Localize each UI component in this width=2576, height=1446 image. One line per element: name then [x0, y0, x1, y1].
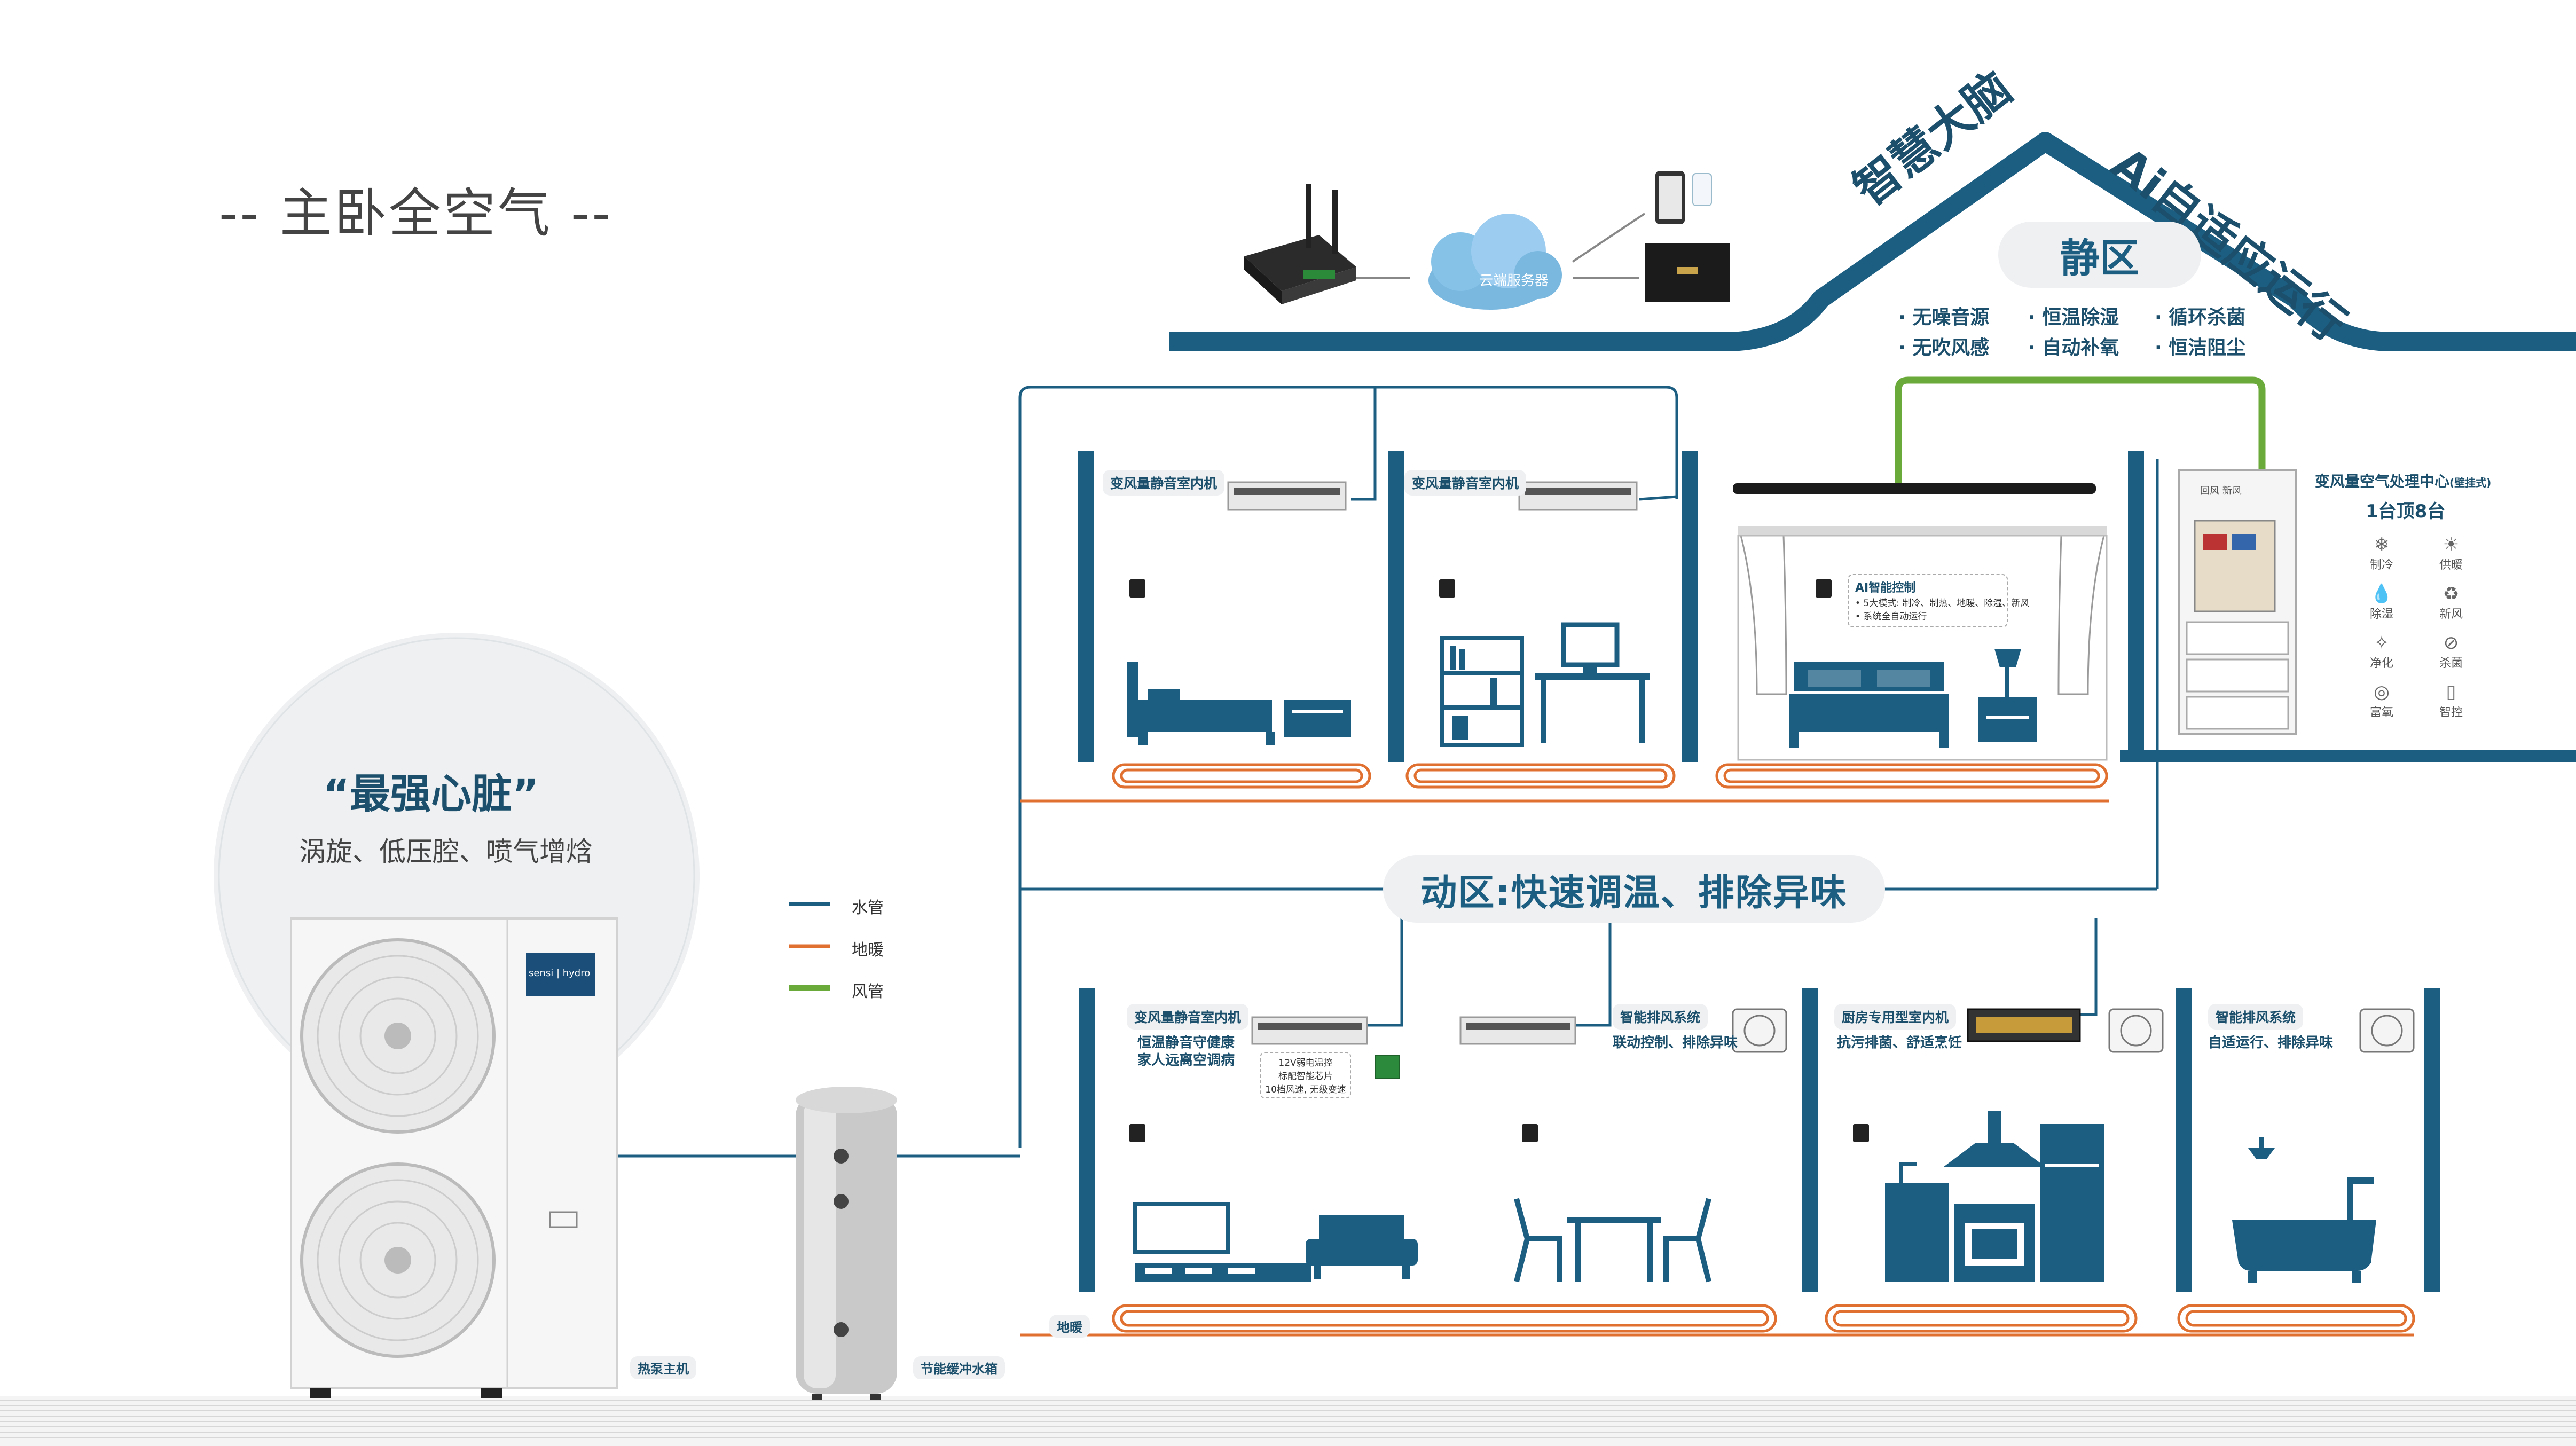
floor-heating-label: 地暖	[1049, 1315, 1090, 1338]
bedroom2-unit-label: 变风量静音室内机	[1404, 470, 1527, 496]
remote-icon: ▯	[2446, 681, 2456, 703]
recycle-icon: ♻	[2443, 583, 2460, 604]
buffer-tank-label: 节能缓冲水箱	[913, 1356, 1005, 1379]
roof-line	[1169, 132, 2576, 351]
sun-icon: ☀	[2443, 534, 2460, 555]
feature-item: · 恒洁阻尘	[2155, 337, 2246, 359]
buffer-tank	[796, 1087, 897, 1400]
phone-icon	[1655, 171, 1712, 224]
feature-item: · 恒温除湿	[2028, 307, 2119, 328]
hero-subtitle: 涡旋、低压腔、喷气增焓	[299, 836, 593, 867]
ai-control-box: AI智能控制 • 5大模式: 制冷、制热、地暖、除湿、新风 • 系统全自动运行	[1848, 574, 2030, 627]
air-center-subtitle: 1台顶8台	[2366, 501, 2446, 522]
cabinet-label: 回风 新风	[2200, 485, 2242, 497]
feature-item: · 自动补氧	[2028, 337, 2119, 359]
bath-exhaust-label: 智能排风系统	[2208, 1004, 2304, 1030]
desk-icon	[1440, 622, 1650, 747]
function-grid: ❄制冷 ☀供暖 💧除湿 ♻新风 ✧净化 ⊘杀菌 ◎富氧 ▯智控	[2347, 534, 2486, 720]
dynamic-zone-pill: 动区:快速调温、排除异味	[1383, 855, 1885, 923]
feature-item: · 循环杀菌	[2155, 307, 2246, 328]
floor-heating	[1020, 763, 2415, 1337]
droplets-icon: 💧	[2370, 583, 2393, 604]
purify-icon: ✧	[2374, 632, 2390, 654]
bedroom1-unit-label: 变风量静音室内机	[1103, 470, 1225, 496]
living-icons	[1133, 1202, 1418, 1282]
curtain	[1733, 483, 2108, 761]
no-germ-icon: ⊘	[2443, 632, 2459, 654]
kitchen-unit-label: 厨房专用型室内机	[1834, 1004, 1957, 1030]
legend-air-duct: 风管	[852, 983, 884, 1001]
dining-exhaust-sub: 联动控制、排除异味	[1613, 1035, 1738, 1051]
thermostat-note: 12V弱电温控	[1278, 1058, 1333, 1068]
kitchen-unit-sub: 抗污排菌、舒适烹饪	[1837, 1035, 1962, 1051]
brand-logo: sensi | hydro	[529, 968, 591, 979]
air-center-title-note: (壁挂式)	[2449, 476, 2492, 489]
master-bed-icon	[1789, 649, 2037, 748]
oxygen-icon: ◎	[2374, 681, 2390, 703]
living-sub2: 家人远离空调病	[1137, 1052, 1235, 1068]
legend-floor-heating: 地暖	[852, 941, 884, 960]
sterilize-function: ⊘杀菌	[2416, 632, 2486, 671]
feature-item: · 无吹风感	[1898, 337, 1990, 359]
fresh-air-function: ♻新风	[2416, 583, 2486, 622]
dining-exhaust-label: 智能排风系统	[1613, 1004, 1708, 1030]
thermostat-note: 10档风速, 无级变速	[1265, 1084, 1346, 1095]
thermostat-note: 标配智能芯片	[1278, 1071, 1333, 1082]
router-icon	[1244, 184, 1356, 304]
bathtub-icon	[2232, 1137, 2376, 1283]
quiet-zone-pill: 静区	[1998, 222, 2201, 288]
snowflake-icon: ❄	[2374, 534, 2390, 555]
dehumidify-function: 💧除湿	[2347, 583, 2416, 622]
ai-control-line: • 系统全自动运行	[1855, 611, 1927, 622]
chip-icon	[1375, 1055, 1400, 1079]
air-center-title: 变风量空气处理中心(壁挂式)	[2315, 470, 2491, 491]
living-sub1: 恒温静音守健康	[1137, 1035, 1235, 1051]
wall-controllers	[1129, 579, 1869, 1142]
walls	[1078, 451, 2576, 1292]
ai-control-title: AI智能控制	[1855, 581, 1916, 595]
purify-function: ✧净化	[2347, 632, 2416, 671]
tv-icon	[1645, 243, 1730, 302]
heat-pump-label: 热泵主机	[630, 1356, 696, 1379]
thermostat-note-box: 12V弱电温控 标配智能芯片 10档风速, 无级变速	[1260, 1052, 1351, 1098]
cloud-label: 云端服务器	[1479, 273, 1549, 289]
exhaust-fans	[1732, 1008, 2415, 1053]
bed-icon	[1127, 662, 1351, 745]
hero-quote: “最强心脏”	[323, 770, 539, 818]
smart-control-function: ▯智控	[2416, 681, 2486, 720]
feature-item: · 无噪音源	[1898, 307, 1990, 328]
living-unit-label: 变风量静音室内机	[1127, 1004, 1249, 1030]
dining-icons	[1514, 1198, 1711, 1283]
ai-control-line: • 5大模式: 制冷、制热、地暖、除湿、新风	[1855, 598, 2030, 609]
legend-water: 水管	[852, 899, 884, 917]
heat-pump-unit	[290, 917, 618, 1398]
air-duct	[1895, 376, 2266, 521]
air-handler-cabinet	[2178, 469, 2297, 735]
cooling-function: ❄制冷	[2347, 534, 2416, 572]
bath-exhaust-sub: 自适运行、排除异味	[2208, 1035, 2334, 1051]
page-title: -- 主卧全空气 --	[219, 183, 613, 244]
kitchen-icon	[1885, 1111, 2104, 1282]
oxygen-function: ◎富氧	[2347, 681, 2416, 720]
heating-function: ☀供暖	[2416, 534, 2486, 572]
floor-stripes	[0, 1396, 2576, 1446]
ceiling-units	[1227, 481, 2081, 1045]
cloud-icon	[1428, 214, 1562, 310]
air-center-title-text: 变风量空气处理中心	[2315, 473, 2450, 490]
